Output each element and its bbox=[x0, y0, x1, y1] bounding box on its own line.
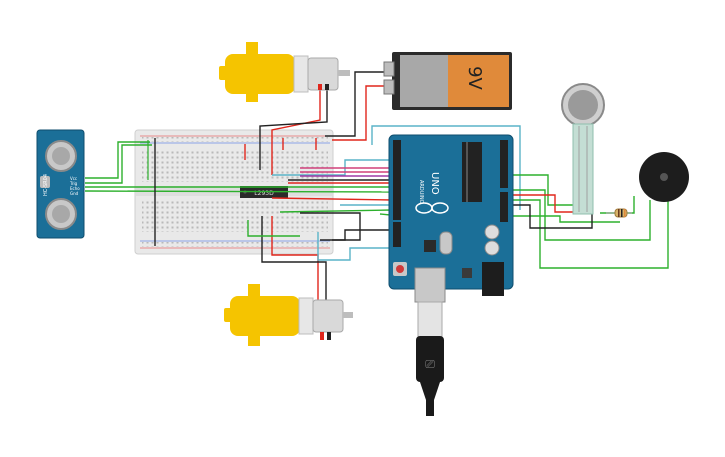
ultrasonic-sensor[interactable]: HC-SR04 Vcc Trig Echo Gnd bbox=[36, 129, 85, 239]
sensor-model-label: HC-SR04 bbox=[43, 174, 49, 196]
pin-gnd-label: Gnd bbox=[70, 191, 79, 196]
arduino-uno[interactable]: UNO ARDUINO bbox=[388, 134, 514, 303]
force-sensor[interactable] bbox=[561, 83, 605, 215]
pin-trig-label: Trig bbox=[69, 181, 78, 186]
battery-label: 9V bbox=[464, 66, 485, 90]
dc-motor-bottom[interactable] bbox=[224, 284, 353, 346]
battery-9v[interactable]: 9V bbox=[383, 52, 512, 110]
piezo-buzzer[interactable] bbox=[639, 152, 689, 202]
pin-vcc-label: Vcc bbox=[70, 176, 77, 181]
arduino-model-label: UNO bbox=[429, 172, 440, 195]
arduino-brand-label: ARDUINO bbox=[418, 180, 424, 204]
chip-label: L293D bbox=[254, 190, 274, 197]
pin-echo-label: Echo bbox=[70, 186, 80, 191]
dc-motor-top[interactable] bbox=[219, 42, 350, 102]
usb-cable: ⎚ bbox=[416, 301, 444, 416]
usb-icon: ⎚ bbox=[425, 357, 435, 371]
resistor[interactable] bbox=[606, 208, 632, 218]
wires bbox=[84, 71, 669, 330]
